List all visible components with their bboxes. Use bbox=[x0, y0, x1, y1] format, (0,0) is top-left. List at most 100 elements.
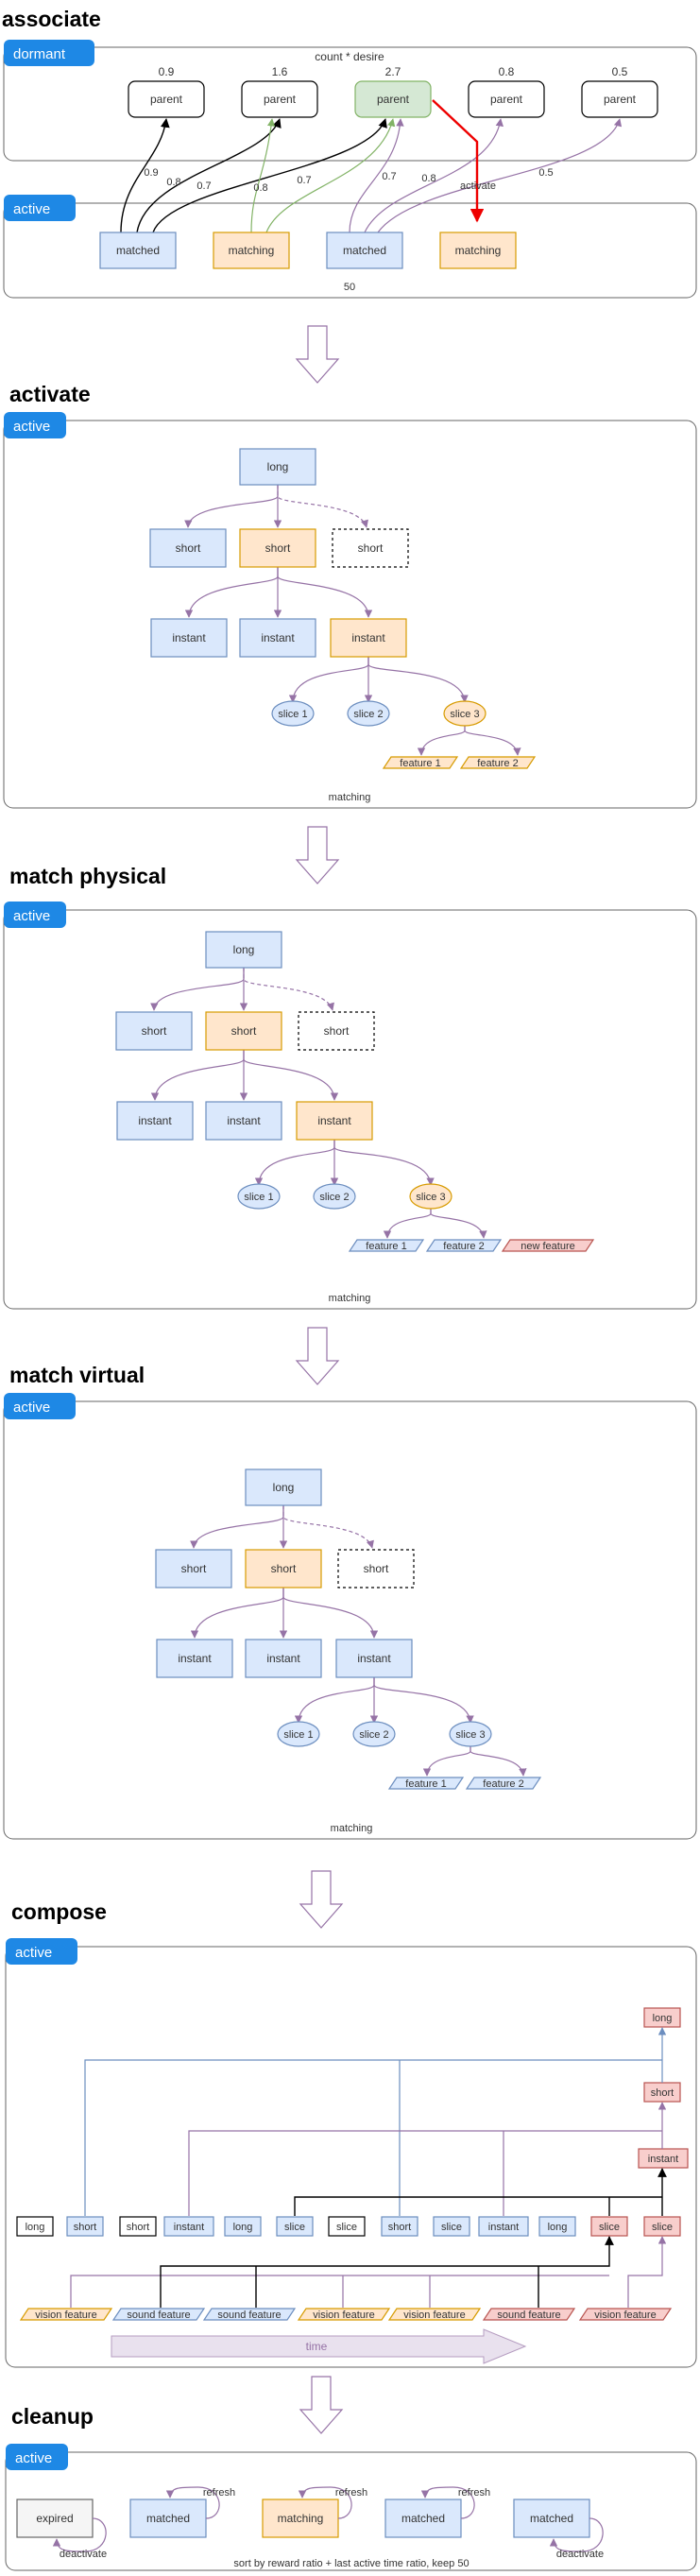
active-tag-label: active bbox=[15, 2450, 52, 2466]
node-label: short bbox=[324, 1024, 350, 1038]
dormant-panel bbox=[3, 46, 697, 162]
edge-arrow bbox=[265, 118, 396, 233]
row-node bbox=[381, 2216, 418, 2237]
deactivate-loop bbox=[52, 2517, 107, 2552]
node-short-dashed bbox=[298, 1011, 375, 1051]
edge-weight: 0.7 bbox=[297, 175, 311, 186]
row-node bbox=[328, 2216, 366, 2237]
node-label: feature 1 bbox=[366, 1241, 406, 1252]
node-instant bbox=[245, 1639, 322, 1678]
tree-edge bbox=[190, 1505, 284, 1549]
edge-weight: 0.7 bbox=[196, 180, 211, 192]
feature-label: vision feature bbox=[594, 2310, 656, 2321]
edge-weight: 0.7 bbox=[382, 171, 396, 182]
parent-node bbox=[241, 80, 318, 118]
stack-label: short bbox=[651, 2087, 674, 2099]
tree-edge bbox=[254, 1140, 335, 1186]
row-node bbox=[478, 2216, 529, 2237]
edge-arrow bbox=[364, 118, 504, 233]
activate-arrow bbox=[432, 99, 485, 223]
flow-down-arrow bbox=[295, 826, 340, 884]
edge-weight: 0.9 bbox=[144, 167, 158, 179]
active-panel bbox=[5, 2451, 697, 2571]
tree-caption: matching bbox=[329, 1293, 371, 1304]
node-label: instant bbox=[351, 631, 385, 644]
refresh-loop bbox=[165, 2486, 220, 2519]
node-slice bbox=[347, 700, 390, 727]
node-label: instant bbox=[357, 1652, 391, 1665]
node-long bbox=[245, 1468, 322, 1506]
child-label: matching bbox=[455, 244, 502, 257]
row-node bbox=[276, 2216, 314, 2237]
node-label: feature 2 bbox=[477, 758, 518, 769]
tree-edge bbox=[243, 968, 334, 1011]
time-arrow bbox=[111, 2328, 527, 2364]
node-short-active bbox=[245, 1549, 322, 1589]
tree-edge bbox=[190, 1588, 284, 1639]
node-matching bbox=[262, 2499, 339, 2538]
dormant-tag-label: dormant bbox=[13, 46, 66, 62]
node-label: new feature bbox=[521, 1241, 574, 1252]
edge-weight: 0.8 bbox=[253, 182, 267, 194]
activate-label: activate bbox=[460, 180, 496, 192]
node-slice bbox=[277, 1721, 320, 1747]
node-slice bbox=[237, 1183, 281, 1210]
node-label: short bbox=[271, 1562, 297, 1575]
section-title-cleanup: cleanup bbox=[11, 2404, 94, 2429]
parent-score: 2.7 bbox=[385, 65, 401, 78]
node-feature bbox=[382, 756, 459, 769]
node-feature bbox=[459, 756, 537, 769]
associate-caption-bottom: 50 bbox=[344, 282, 355, 293]
tree-caption: matching bbox=[329, 792, 371, 803]
node-label: long bbox=[273, 1481, 295, 1494]
tree-edge bbox=[470, 1745, 527, 1777]
deactivate-loop bbox=[549, 2517, 604, 2552]
tree-edge bbox=[277, 485, 368, 528]
feature-label: sound feature bbox=[497, 2310, 560, 2321]
node-label: long bbox=[267, 460, 289, 473]
row-label: slice bbox=[599, 2222, 620, 2233]
node-label: instant bbox=[172, 631, 206, 644]
feature-node bbox=[297, 2308, 391, 2321]
active-tag bbox=[4, 195, 76, 221]
row-node bbox=[433, 2216, 470, 2237]
connector bbox=[84, 2059, 662, 2216]
refresh-loop bbox=[420, 2486, 475, 2519]
node-label: slice 2 bbox=[319, 1192, 349, 1203]
edge-weight: 0.5 bbox=[538, 167, 553, 179]
child-label: matched bbox=[116, 244, 160, 257]
section-title-match-physical: match physical bbox=[9, 864, 166, 888]
row-label: short bbox=[127, 2222, 149, 2233]
row-node bbox=[590, 2216, 628, 2237]
section-title-activate: activate bbox=[9, 382, 91, 406]
row-node bbox=[16, 2216, 54, 2237]
tree-edge bbox=[150, 968, 245, 1011]
node-short-active bbox=[239, 528, 316, 568]
edge-arrow bbox=[250, 118, 276, 233]
feature-node bbox=[19, 2308, 113, 2321]
row-label: instant bbox=[174, 2222, 204, 2233]
parent-label: parent bbox=[604, 93, 637, 106]
section-compose: compose active long short instant long s… bbox=[5, 1899, 697, 2368]
feature-label: vision feature bbox=[313, 2310, 374, 2321]
tree-edge bbox=[243, 1050, 339, 1101]
node-instant bbox=[205, 1101, 282, 1141]
row-label: slice bbox=[652, 2222, 673, 2233]
active-panel bbox=[3, 420, 697, 809]
loop-label: refresh bbox=[335, 2487, 367, 2499]
node-long bbox=[239, 448, 316, 486]
connector bbox=[188, 2130, 662, 2216]
tree-edge bbox=[277, 567, 373, 618]
stack-node-long bbox=[643, 2007, 681, 2028]
node-label: feature 2 bbox=[443, 1241, 484, 1252]
node-instant bbox=[150, 618, 228, 658]
edge-arrow bbox=[349, 118, 404, 233]
feature-label: vision feature bbox=[35, 2310, 96, 2321]
node-expired bbox=[16, 2499, 94, 2538]
node-label: feature 2 bbox=[483, 1778, 523, 1790]
active-tag bbox=[4, 412, 66, 438]
edge-arrow bbox=[377, 118, 623, 233]
parent-score: 1.6 bbox=[272, 65, 288, 78]
child-node-matched bbox=[99, 232, 177, 269]
node-label: slice 3 bbox=[416, 1192, 445, 1203]
